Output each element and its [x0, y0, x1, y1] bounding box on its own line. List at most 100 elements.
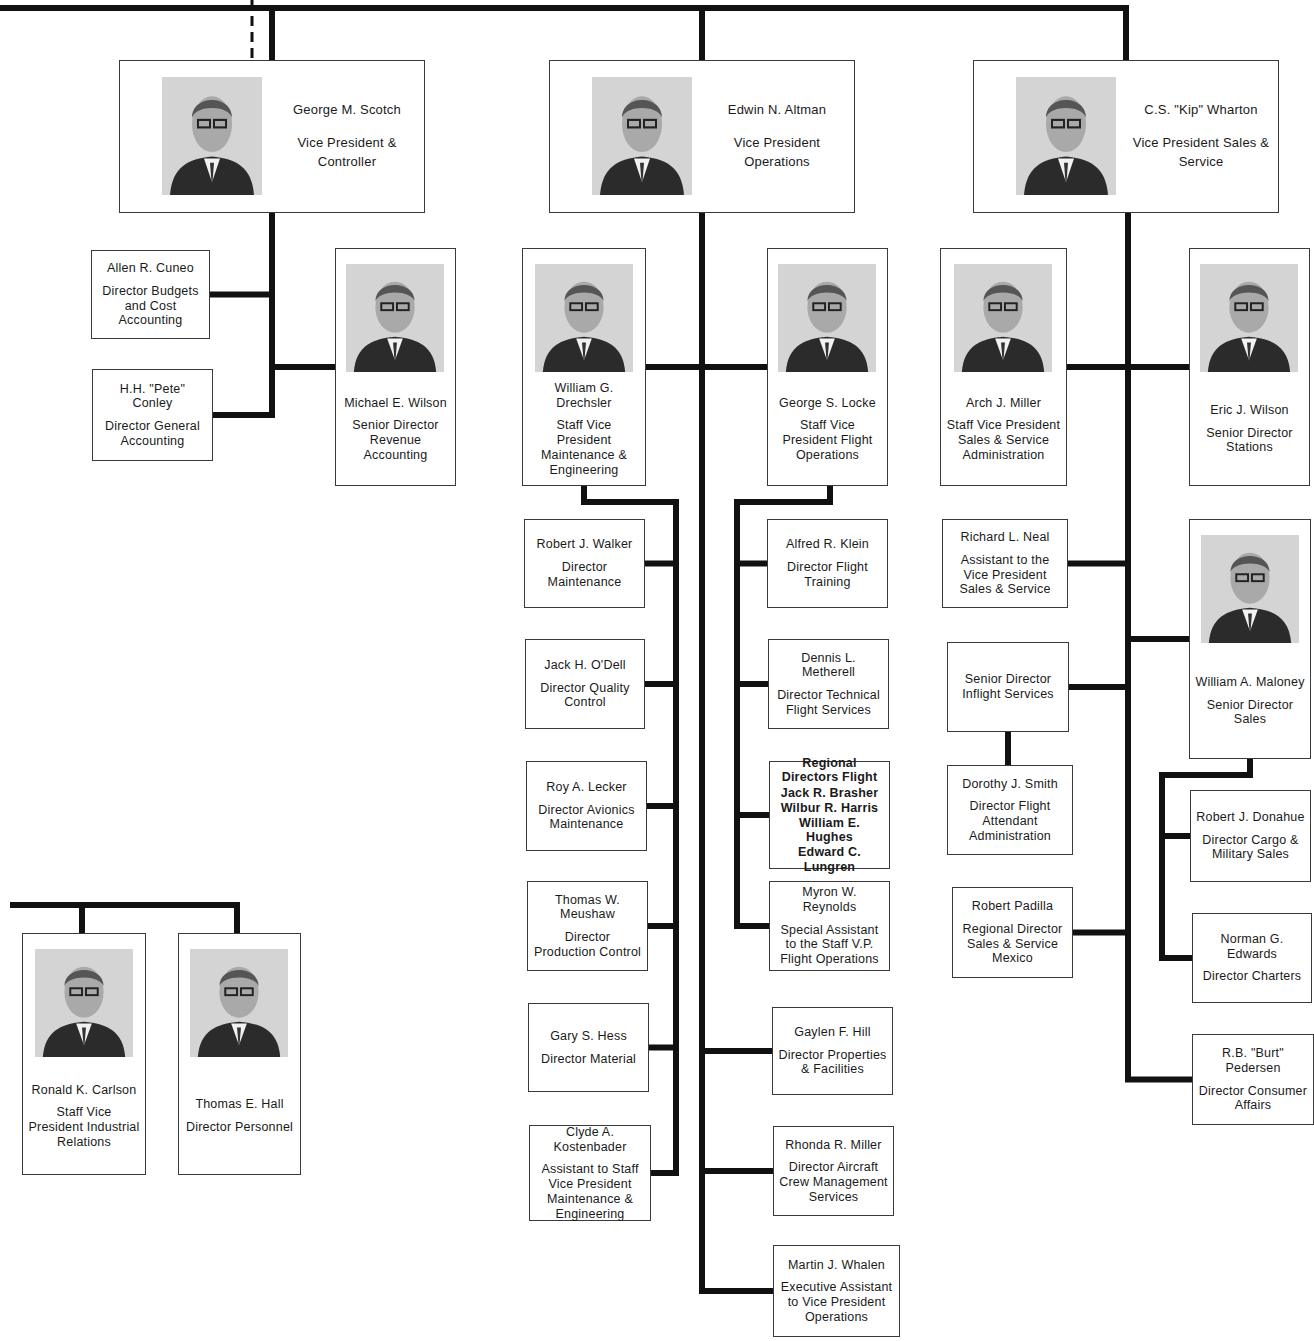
- box-text: Senior Director Stations: [1195, 426, 1304, 456]
- connector-line: [1005, 732, 1011, 765]
- connector-line: [82, 905, 237, 933]
- box-text: Director Material: [541, 1052, 636, 1067]
- box-text: Senior Director Revenue Accounting: [341, 418, 450, 462]
- box-text: Director Quality Control: [531, 681, 639, 711]
- box-heading: Thomas E. Hall: [195, 1097, 283, 1112]
- box-heading: Robert J. Donahue: [1196, 810, 1304, 825]
- portrait-photo: [778, 264, 876, 372]
- box-heading: Gary S. Hess: [550, 1029, 627, 1044]
- box-text: Special Assistant to the Staff V.P. Flig…: [775, 923, 884, 967]
- org-box: Norman G. EdwardsDirector Charters: [1192, 913, 1312, 1003]
- box-heading: R.B. "Burt" Pedersen: [1198, 1046, 1308, 1076]
- box-heading: George S. Locke: [779, 396, 876, 411]
- org-box: Richard L. NealAssistant to the Vice Pre…: [942, 519, 1068, 608]
- portrait-photo: [35, 949, 133, 1057]
- box-heading: Allen R. Cuneo: [107, 261, 194, 276]
- org-box: Myron W. ReynoldsSpecial Assistant to th…: [769, 881, 890, 971]
- box-text: Assistant to the Vice President Sales & …: [948, 553, 1062, 597]
- org-box: Senior Director Inflight Services: [947, 642, 1069, 732]
- portrait-photo: [346, 264, 444, 372]
- off-page-bar: [10, 902, 85, 908]
- org-box: H.H. "Pete" ConleyDirector General Accou…: [92, 369, 213, 461]
- connector-line: [646, 213, 702, 367]
- box-text: Director Charters: [1203, 969, 1302, 984]
- portrait-photo: [190, 949, 288, 1057]
- box-heading: William A. Maloney: [1195, 675, 1304, 690]
- org-box: Michael E. WilsonSenior Director Revenue…: [335, 248, 456, 486]
- box-text: Executive Assistant to Vice President Op…: [779, 1280, 894, 1324]
- box-heading: Michael E. Wilson: [344, 396, 447, 411]
- org-box: Thomas E. HallDirector Personnel: [178, 933, 301, 1175]
- box-text: Staff Vice President Sales & Service Adm…: [946, 418, 1061, 462]
- box-text: Staff Vice President Maintenance & Engin…: [528, 418, 640, 477]
- box-text: Director Avionics Maintenance: [532, 803, 641, 833]
- box-heading: Senior Director Inflight Services: [953, 672, 1063, 702]
- portrait-photo: [535, 264, 633, 372]
- box-text: Wilbur R. Harris: [781, 801, 879, 816]
- box-heading: Myron W. Reynolds: [775, 885, 884, 915]
- box-text: Jack R. Brasher: [781, 786, 879, 801]
- box-heading: Gaylen F. Hill: [794, 1025, 870, 1040]
- connector-line: [210, 213, 272, 295]
- org-box: Edwin N. AltmanVice President Operations: [549, 60, 855, 213]
- box-heading: H.H. "Pete" Conley: [98, 382, 207, 412]
- box-heading: Martin J. Whalen: [788, 1258, 885, 1273]
- connector-line: [272, 213, 335, 367]
- dashed-link: [251, 0, 254, 60]
- box-heading: Ronald K. Carlson: [32, 1083, 137, 1098]
- org-box: Arch J. MillerStaff Vice President Sales…: [940, 248, 1067, 486]
- box-text: William E. Hughes: [775, 816, 884, 846]
- org-box: Gaylen F. HillDirector Properties & Faci…: [772, 1007, 893, 1095]
- box-text: Staff Vice President Flight Operations: [773, 418, 882, 462]
- portrait-photo: [592, 77, 692, 195]
- org-box: George S. LockeStaff Vice President Flig…: [767, 248, 888, 486]
- box-text: Director Maintenance: [530, 560, 639, 590]
- connector-line: [1128, 213, 1189, 367]
- box-heading: Rhonda R. Miller: [785, 1138, 881, 1153]
- box-text: Director Cargo & Military Sales: [1196, 833, 1305, 863]
- org-box: Rhonda R. MillerDirector Aircraft Crew M…: [773, 1126, 894, 1216]
- org-box: Alfred R. KleinDirector Flight Training: [767, 519, 888, 608]
- org-box: Dorothy J. SmithDirector Flight Attendan…: [947, 765, 1073, 855]
- box-text: Director Consumer Affairs: [1198, 1084, 1308, 1114]
- org-box: Robert J. WalkerDirector Maintenance: [524, 519, 645, 608]
- org-box: Thomas W. MeushawDirector Production Con…: [527, 881, 648, 971]
- org-box: Martin J. WhalenExecutive Assistant to V…: [773, 1245, 900, 1337]
- box-text: Director Production Control: [533, 930, 642, 960]
- box-heading: Robert J. Walker: [537, 537, 633, 552]
- box-text: Director Aircraft Crew Management Servic…: [779, 1160, 888, 1204]
- box-heading: Arch J. Miller: [966, 396, 1041, 411]
- box-text: Edward C. Lungren: [775, 845, 884, 875]
- box-text: Regional Director Sales & Service Mexico: [958, 922, 1067, 966]
- connector-line: [1067, 213, 1128, 367]
- org-box: William A. MaloneySenior Director Sales: [1189, 519, 1311, 759]
- box-text: Vice President Operations: [708, 134, 846, 172]
- org-box: Gary S. HessDirector Material: [528, 1003, 649, 1092]
- box-text: Director Flight Attendant Administration: [953, 799, 1067, 843]
- box-text: Director Flight Training: [773, 560, 882, 590]
- org-box: Robert J. DonahueDirector Cargo & Milita…: [1190, 790, 1311, 882]
- box-heading: Robert Padilla: [972, 899, 1053, 914]
- box-heading: Alfred R. Klein: [786, 537, 869, 552]
- connector-line: [1069, 213, 1128, 687]
- connector-line: [702, 8, 1126, 60]
- connector-line: [1128, 213, 1189, 639]
- box-text: Staff Vice President Industrial Relation…: [28, 1105, 140, 1149]
- org-box: Ronald K. CarlsonStaff Vice President In…: [22, 933, 146, 1175]
- box-heading: Edwin N. Altman: [728, 101, 826, 120]
- box-heading: Jack H. O'Dell: [544, 658, 626, 673]
- org-box: Allen R. CuneoDirector Budgets and Cost …: [91, 250, 210, 339]
- box-heading: Dorothy J. Smith: [962, 777, 1058, 792]
- portrait-photo: [954, 264, 1052, 372]
- org-box: Jack H. O'DellDirector Quality Control: [525, 639, 645, 729]
- org-box: George M. ScotchVice President & Control…: [119, 60, 425, 213]
- box-text: Assistant to Staff Vice President Mainte…: [535, 1162, 645, 1221]
- box-text: Senior Director Sales: [1195, 698, 1305, 728]
- box-heading: Regional Directors Flight: [775, 756, 884, 786]
- box-heading: Clyde A. Kostenbader: [535, 1125, 645, 1155]
- org-box: Eric J. WilsonSenior Director Stations: [1189, 248, 1310, 486]
- org-box: Regional Directors FlightJack R. Brasher…: [769, 761, 890, 869]
- box-heading: Thomas W. Meushaw: [533, 893, 642, 923]
- box-text: Vice President & Controller: [278, 134, 416, 172]
